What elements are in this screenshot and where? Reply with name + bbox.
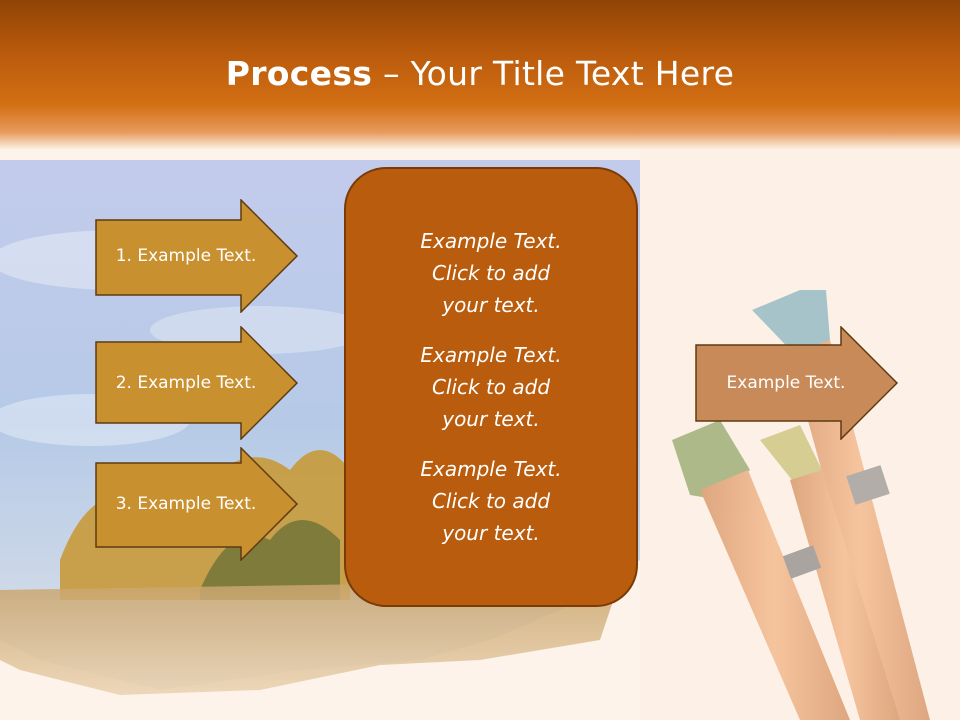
- step-arrow-1[interactable]: 1. Example Text.: [95, 199, 299, 313]
- step-arrow-label: 2. Example Text.: [115, 373, 257, 393]
- panel-text-block-1[interactable]: Example Text. Click to add your text.: [420, 229, 562, 317]
- arrow-right-shape: [695, 326, 899, 440]
- arrow-right-shape: [95, 199, 299, 313]
- arrow-right-shape: [95, 447, 299, 561]
- title-band: [0, 0, 960, 150]
- panel-text-block-3[interactable]: Example Text. Click to add your text.: [420, 457, 562, 545]
- step-arrow-label: 1. Example Text.: [115, 246, 257, 266]
- title-bold: Process: [225, 54, 373, 93]
- result-arrow-label: Example Text.: [726, 373, 846, 393]
- step-arrow-2[interactable]: 2. Example Text.: [95, 326, 299, 440]
- title-rest: – Your Title Text Here: [372, 54, 735, 93]
- step-arrow-3[interactable]: 3. Example Text.: [95, 447, 299, 561]
- step-arrow-label: 3. Example Text.: [115, 494, 257, 514]
- result-arrow[interactable]: Example Text.: [695, 326, 899, 440]
- center-text-panel[interactable]: Example Text. Click to add your text. Ex…: [344, 167, 638, 607]
- panel-text-block-2[interactable]: Example Text. Click to add your text.: [420, 343, 562, 431]
- slide-title: Process – Your Title Text Here: [0, 52, 960, 96]
- arrow-right-shape: [95, 326, 299, 440]
